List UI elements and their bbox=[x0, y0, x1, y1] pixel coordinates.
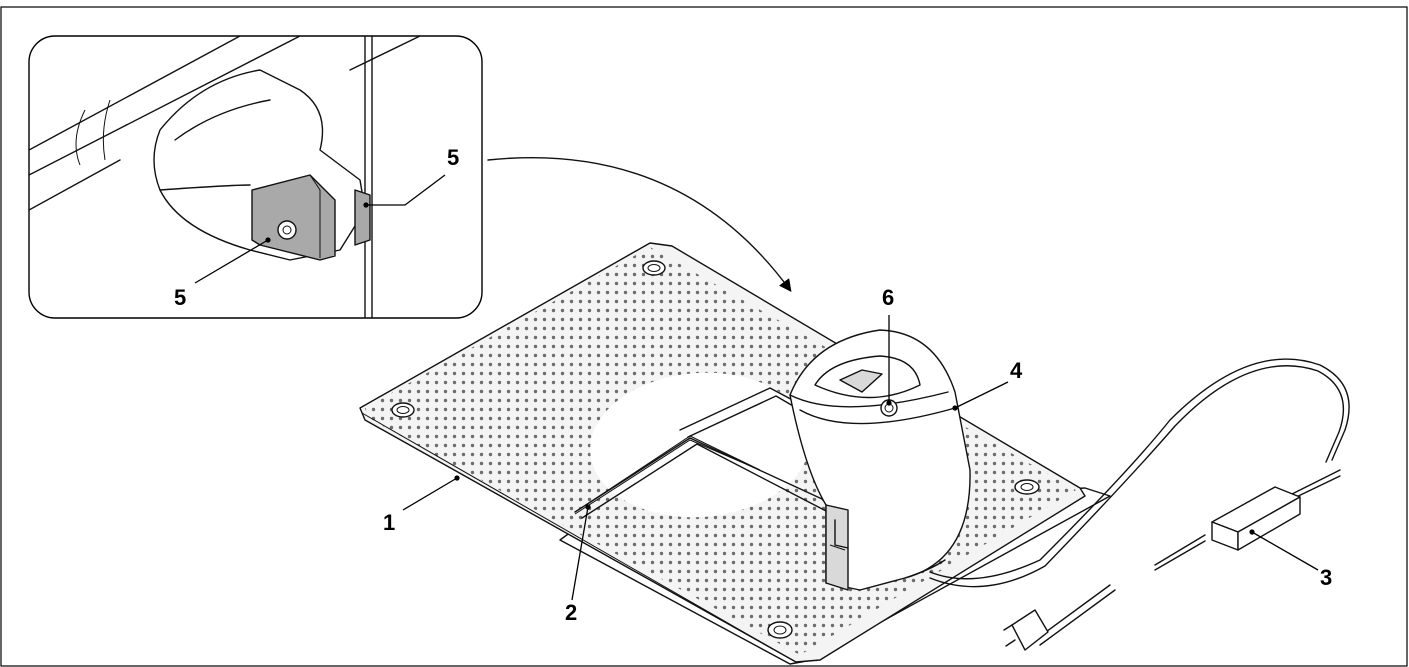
detail-inset bbox=[28, 35, 483, 319]
callout-label: 5 bbox=[447, 145, 459, 170]
callout-6: 6 bbox=[882, 285, 894, 406]
callout-5-top: 5 bbox=[363, 145, 459, 208]
callout-label: 6 bbox=[882, 285, 894, 310]
callout-label: 4 bbox=[1010, 358, 1023, 383]
charging-station-housing bbox=[789, 329, 971, 591]
power-cable bbox=[929, 358, 1350, 646]
callout-2: 2 bbox=[565, 504, 591, 625]
detail-arrow bbox=[487, 157, 792, 293]
mounting-hole-icon bbox=[767, 621, 793, 639]
callout-1: 1 bbox=[383, 475, 460, 535]
callout-3: 3 bbox=[1249, 529, 1332, 590]
power-supply-unit bbox=[1154, 469, 1341, 571]
callout-label: 1 bbox=[383, 510, 395, 535]
mounting-hole-icon bbox=[1014, 479, 1040, 495]
latch-screw-icon bbox=[277, 220, 297, 240]
callout-label: 3 bbox=[1320, 565, 1332, 590]
figure-frame bbox=[0, 6, 1408, 667]
mounting-hole-icon bbox=[642, 260, 666, 276]
callout-label: 5 bbox=[174, 285, 186, 310]
mounting-hole-icon bbox=[391, 402, 415, 418]
mains-plug-icon bbox=[1003, 609, 1049, 651]
callout-5-bottom: 5 bbox=[174, 237, 271, 310]
callout-label: 2 bbox=[565, 600, 577, 625]
callout-4: 4 bbox=[952, 358, 1023, 411]
